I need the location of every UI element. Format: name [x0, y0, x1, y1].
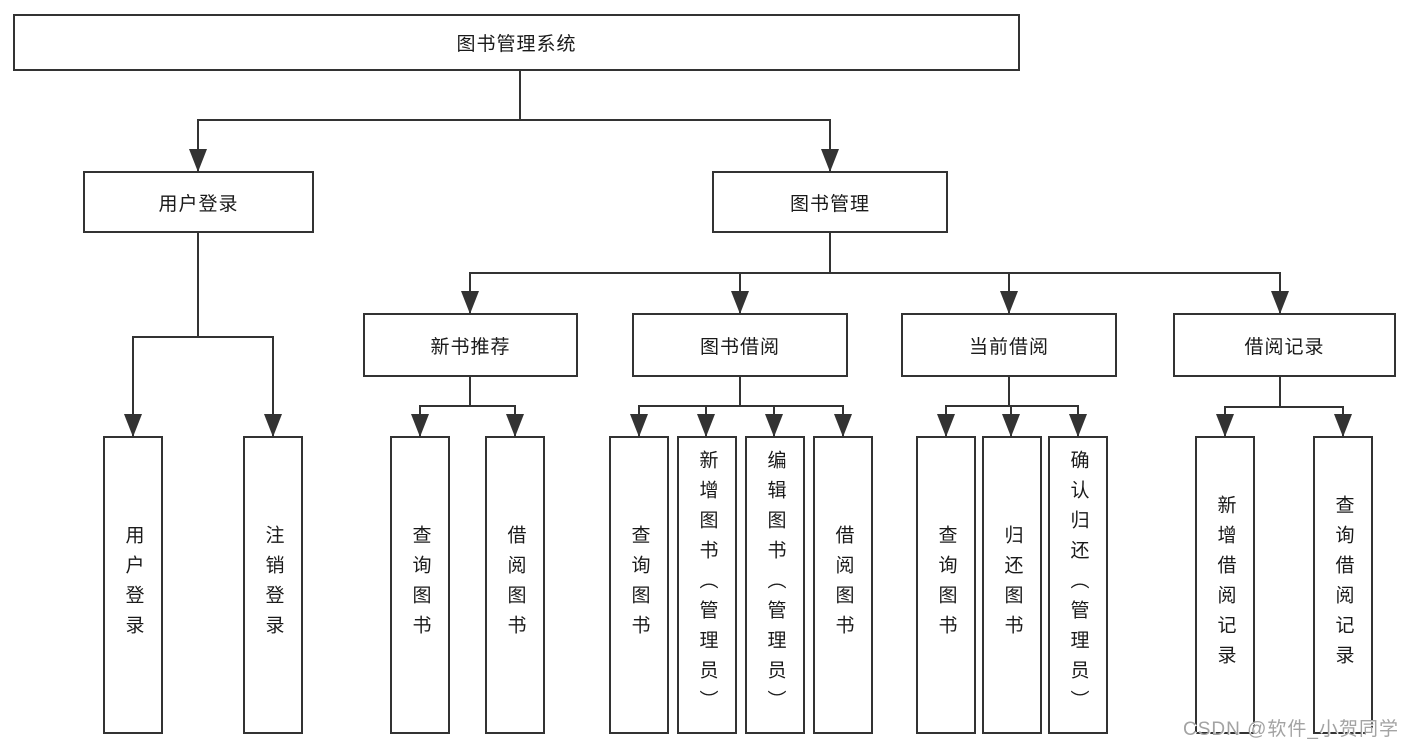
- leaf-label: 借阅图书: [832, 525, 854, 645]
- leaf-query-book-1: 查询图书: [390, 436, 450, 734]
- arrow-down-icon: [461, 291, 479, 314]
- arrow-down-icon: [189, 149, 207, 172]
- arrow-down-icon: [1334, 414, 1352, 437]
- node-label: 图书借阅: [699, 336, 780, 358]
- connector-borrowrecord-trunk: [1279, 377, 1281, 406]
- arrow-down-icon: [264, 414, 282, 437]
- connector-drop-leaf: [272, 336, 274, 436]
- arrow-down-icon: [411, 414, 429, 437]
- connector-level2-spine: [197, 119, 831, 121]
- leaf-label: 借阅图书: [504, 525, 526, 645]
- connector-drop-user-login: [197, 119, 199, 171]
- arrow-down-icon: [1069, 414, 1087, 437]
- connector-bookborrow-trunk: [739, 377, 741, 405]
- connector-userlogin-trunk: [197, 233, 199, 336]
- connector-borrowrecord-split: [1224, 406, 1344, 408]
- node-book-borrow: 图书借阅: [632, 313, 848, 377]
- node-label: 图书管理: [789, 193, 870, 215]
- node-label: 借阅记录: [1244, 336, 1325, 358]
- leaf-label: 查询图书: [935, 525, 957, 645]
- node-system-root: 图书管理系统: [13, 14, 1020, 71]
- connector-newbook-split: [419, 405, 516, 407]
- connector-drop-book-management: [829, 119, 831, 171]
- leaf-edit-book-admin: 编辑图书（管理员）: [745, 436, 805, 734]
- watermark: CSDN @软件_小贺同学: [1183, 719, 1399, 740]
- leaf-label: 确认归还（管理员）: [1067, 450, 1089, 720]
- arrow-down-icon: [834, 414, 852, 437]
- leaf-label: 新增图书（管理员）: [696, 450, 718, 720]
- leaf-label: 新增借阅记录: [1214, 495, 1236, 675]
- leaf-label: 用户登录: [122, 525, 144, 645]
- node-user-login: 用户登录: [83, 171, 314, 233]
- connector-currentborrow-split: [945, 405, 1079, 407]
- leaf-borrow-book-1: 借阅图书: [485, 436, 545, 734]
- leaf-label: 编辑图书（管理员）: [764, 450, 786, 720]
- leaf-query-book-3: 查询图书: [916, 436, 976, 734]
- leaf-label: 归还图书: [1001, 525, 1023, 645]
- leaf-label: 查询借阅记录: [1332, 495, 1354, 675]
- node-label: 当前借阅: [968, 336, 1049, 358]
- leaf-return-book: 归还图书: [982, 436, 1042, 734]
- leaf-query-borrow-record: 查询借阅记录: [1313, 436, 1373, 734]
- arrow-down-icon: [765, 414, 783, 437]
- leaf-confirm-return-admin: 确认归还（管理员）: [1048, 436, 1108, 734]
- arrow-down-icon: [1271, 291, 1289, 314]
- node-label: 新书推荐: [430, 336, 511, 358]
- arrow-down-icon: [937, 414, 955, 437]
- connector-currentborrow-trunk: [1008, 377, 1010, 405]
- arrow-down-icon: [1216, 414, 1234, 437]
- arrow-down-icon: [1000, 291, 1018, 314]
- leaf-query-book-2: 查询图书: [609, 436, 669, 734]
- node-label: 图书管理系统: [456, 34, 577, 55]
- connector-root-trunk: [519, 70, 521, 119]
- leaf-borrow-book-2: 借阅图书: [813, 436, 873, 734]
- leaf-label: 注销登录: [262, 525, 284, 645]
- connector-bookborrow-split: [638, 405, 844, 407]
- arrow-down-icon: [821, 149, 839, 172]
- node-label: 用户登录: [158, 193, 239, 215]
- leaf-logout: 注销登录: [243, 436, 303, 734]
- leaf-label: 查询图书: [409, 525, 431, 645]
- leaf-add-borrow-record: 新增借阅记录: [1195, 436, 1255, 734]
- arrow-down-icon: [697, 414, 715, 437]
- arrow-down-icon: [124, 414, 142, 437]
- node-current-borrow: 当前借阅: [901, 313, 1117, 377]
- connector-newbook-trunk: [469, 377, 471, 405]
- arrow-down-icon: [506, 414, 524, 437]
- connector-userlogin-split: [132, 336, 274, 338]
- node-new-book-recommend: 新书推荐: [363, 313, 578, 377]
- connector-drop-leaf: [132, 336, 134, 436]
- leaf-user-login: 用户登录: [103, 436, 163, 734]
- node-borrow-record: 借阅记录: [1173, 313, 1396, 377]
- connector-bookmgmt-trunk: [829, 233, 831, 272]
- node-book-management: 图书管理: [712, 171, 948, 233]
- leaf-add-book-admin: 新增图书（管理员）: [677, 436, 737, 734]
- connector-level3-spine: [469, 272, 1281, 274]
- arrow-down-icon: [1002, 414, 1020, 437]
- arrow-down-icon: [630, 414, 648, 437]
- arrow-down-icon: [731, 291, 749, 314]
- leaf-label: 查询图书: [628, 525, 650, 645]
